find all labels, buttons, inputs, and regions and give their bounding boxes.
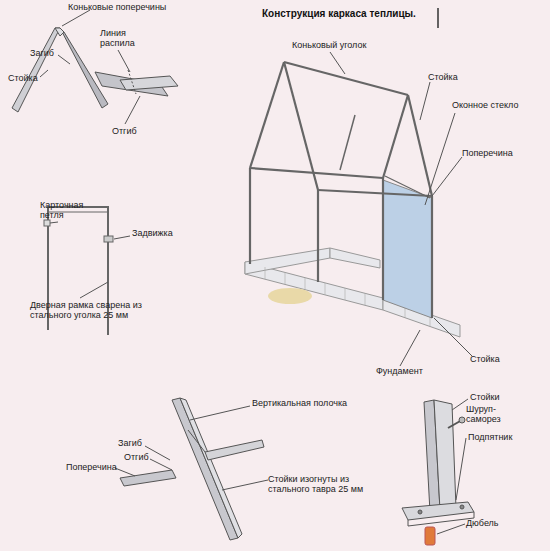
- part-label: Загиб: [30, 48, 54, 58]
- post-base-detail: [402, 400, 474, 545]
- part-label: Подпятник: [468, 432, 512, 442]
- part-label: Фундамент: [376, 366, 423, 376]
- part-label: Стойка: [428, 72, 458, 82]
- part-label: Оконное стекло: [452, 100, 518, 110]
- diagram-title: Конструкция каркаса теплицы.: [262, 8, 416, 19]
- part-label: Отгиб: [124, 452, 149, 462]
- part-label: Отгиб: [112, 126, 137, 136]
- part-label: Шуруп-саморез: [466, 404, 520, 424]
- part-label: Дюбель: [466, 518, 499, 528]
- part-label: Вертикальная полочка: [252, 398, 347, 408]
- part-label: Коньковый уголок: [292, 40, 366, 50]
- part-label: Стойки: [470, 392, 500, 402]
- part-label: Поперечина: [66, 462, 117, 472]
- part-label: Линия распила: [100, 28, 140, 48]
- greenhouse-frame: [250, 62, 432, 318]
- part-label: Коньковые поперечины: [68, 2, 166, 12]
- ridge-crossbar-detail: [12, 28, 178, 112]
- part-label: Поперечина: [462, 148, 513, 158]
- part-label: Карточная петля: [40, 200, 92, 220]
- part-label: Загиб: [118, 438, 142, 448]
- part-label: Стойка: [8, 73, 38, 83]
- part-label: Дверная рамка сварена из стального уголк…: [30, 300, 142, 320]
- part-label: Задвижка: [132, 228, 173, 238]
- part-label: Стойка: [470, 354, 500, 364]
- part-label: Стойки изогнуты из стального тавра 25 мм: [268, 474, 380, 494]
- tee-post-bend-detail: [120, 398, 264, 540]
